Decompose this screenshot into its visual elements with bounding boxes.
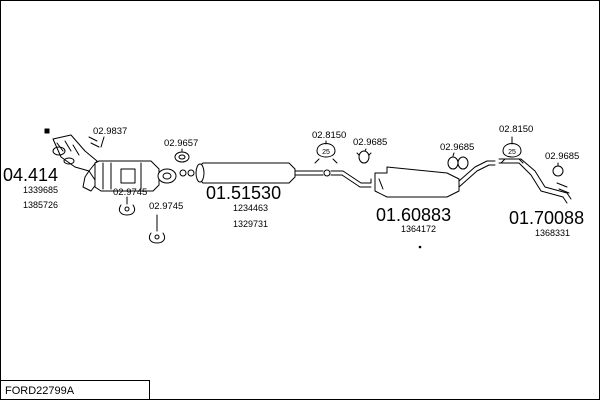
accessory-number-label: 02.8150 (499, 124, 534, 135)
accessory-number-label: 02.9685 (545, 151, 580, 162)
rubber-mount-icon: 25 (314, 143, 338, 164)
part-reference: 1329731 (233, 219, 269, 229)
accessory-number-label: 02.9657 (164, 138, 199, 149)
part-number-label: 01.70088 (509, 208, 585, 228)
accessory-number-label: 02.9685 (440, 142, 475, 153)
diagram-code-box: FORD22799A (0, 380, 150, 400)
front-silencer-icon (195, 162, 324, 184)
manifold-catalytic-converter-icon (52, 134, 177, 192)
seal-ring-icon (323, 169, 331, 177)
hanger-icon (356, 150, 372, 164)
part-reference: 1234463 (233, 203, 269, 213)
hanger-icon (552, 165, 564, 177)
rear-pipe-icon (498, 158, 572, 204)
middle-silencer-icon (330, 160, 496, 198)
diagram-code: FORD22799A (5, 385, 75, 397)
accessory-number-label: 02.9685 (353, 137, 388, 148)
part-reference: 1368331 (535, 228, 571, 238)
svg-text:25: 25 (508, 149, 516, 156)
part-number-label: 01.60883 (376, 205, 452, 225)
bolt-icon (44, 128, 50, 134)
gasket-ring-icon (174, 151, 190, 163)
clamp-icon (148, 232, 166, 244)
accessory-number-label: 02.9745 (113, 187, 148, 198)
seal-ring-icon (179, 169, 187, 177)
part-number-label: 01.51530 (206, 183, 282, 203)
hanger-icon (447, 156, 469, 170)
clamp-icon (118, 204, 136, 216)
svg-text:25: 25 (322, 149, 330, 156)
accessory-number-label: 02.9837 (93, 126, 128, 137)
rubber-mount-icon: 25 (500, 143, 524, 164)
part-reference: 1385726 (23, 200, 59, 210)
part-number-label: 04.414 (3, 165, 59, 185)
seal-ring-icon (187, 169, 195, 177)
part-reference: 1364172 (401, 224, 437, 234)
part-reference: 1339685 (23, 185, 59, 195)
accessory-number-label: 02.8150 (312, 130, 347, 141)
accessory-number-label: 02.9745 (149, 201, 184, 212)
